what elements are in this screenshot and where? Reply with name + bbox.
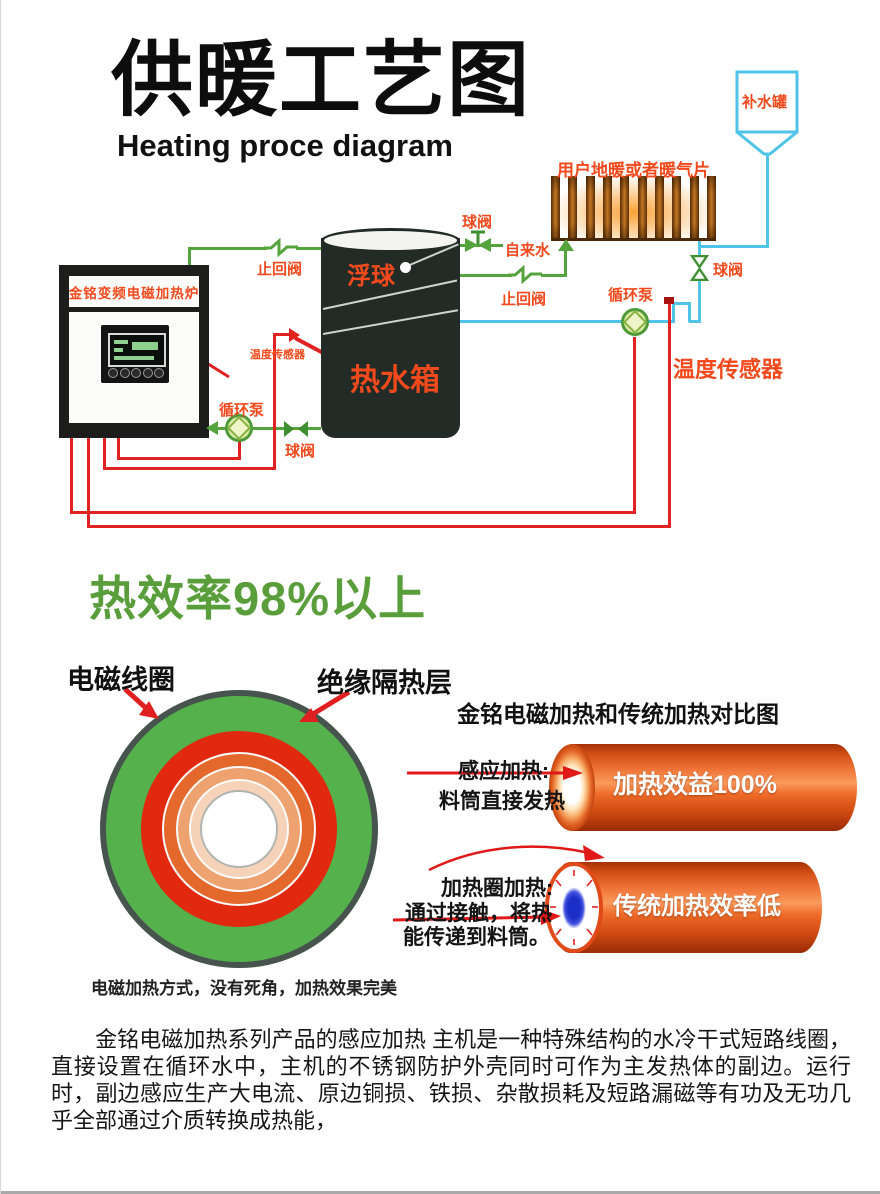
check-valve-right-label: 止回阀	[501, 291, 547, 308]
traditional-arrow-curved-icon	[428, 845, 605, 872]
float-ball	[400, 262, 411, 273]
display-screen	[108, 333, 166, 367]
induction-desc: 料筒直接发热	[439, 790, 565, 813]
radiator-bars	[551, 176, 716, 239]
float-label: 浮球	[347, 263, 395, 290]
red-pipe-pump-link	[117, 438, 120, 460]
comparison-title: 金铭电磁加热和传统加热对比图	[457, 701, 779, 727]
ball-valve-icon	[284, 421, 308, 437]
radiator-label: 用户地暖或者暖气片	[557, 161, 710, 180]
hot-water-tank-label: 热水箱	[350, 364, 440, 397]
green-pipe-furnace-riser	[188, 247, 191, 267]
radiator	[551, 176, 716, 241]
radiator-glow	[551, 176, 716, 239]
red-pipe-loop1	[70, 438, 73, 514]
makeup-water-tank	[735, 70, 799, 156]
traditional-desc2: 能传递到料筒。	[403, 926, 550, 949]
traditional-cylinder-end	[545, 862, 603, 953]
traditional-cylinder-label: 传统加热效率低	[613, 893, 781, 920]
insulation-label: 绝缘隔热层	[317, 668, 452, 698]
red-pipe-loop2	[87, 525, 671, 528]
coil-caption: 电磁加热方式，没有死角，加热效果完美	[91, 979, 397, 998]
red-pipe-loop2	[668, 303, 671, 528]
blue-pipe-makeup-stem	[766, 152, 769, 247]
ball-valve-top-label: 球阀	[462, 214, 493, 231]
red-pipe-loop1	[70, 511, 636, 514]
flow-arrowhead	[206, 421, 218, 435]
control-display	[101, 325, 169, 383]
sensor-arrowhead	[289, 328, 300, 342]
temp-sensor-large-label: 温度传感器	[673, 357, 784, 382]
description-paragraph: 金铭电磁加热系列产品的感应加热 主机是一种特殊结构的水冷干式短路线圈，直接设置在…	[51, 1027, 851, 1133]
blue-pipe-riser	[698, 277, 701, 322]
furnace-label: 金铭变频电磁加热炉	[68, 285, 200, 301]
blue-pipe-makeup-link	[698, 245, 769, 248]
heater-core-blob	[559, 881, 589, 934]
hot-water-tank-lid	[321, 228, 460, 253]
check-valve-icon	[264, 238, 298, 258]
pump-loop-label: 循环泵	[608, 287, 654, 304]
blue-pipe-riser	[698, 239, 701, 259]
induction-arrow-icon	[407, 766, 583, 780]
furnace-panel	[69, 312, 199, 423]
red-pipe-sensor-tank	[103, 438, 106, 470]
ball-valve-icon	[690, 255, 710, 281]
ball-valve-riser-label: 球阀	[713, 262, 744, 279]
red-pipe-sensor-tank	[273, 333, 276, 470]
traditional-heading: 加热圈加热:	[441, 877, 553, 900]
label-arrow-icon	[123, 687, 159, 719]
sensor-probe-cap	[664, 297, 674, 304]
circulation-pump	[225, 414, 253, 442]
hot-water-tank	[321, 238, 460, 438]
flow-arrowhead	[558, 239, 574, 251]
radiator-rail	[551, 238, 716, 241]
red-pipe-pump-link	[238, 441, 241, 460]
red-pipe-pump-link	[117, 457, 241, 460]
check-valve-icon	[508, 265, 542, 285]
induction-cylinder: 加热效益100%	[561, 744, 857, 831]
tap-water-label: 自来水	[505, 242, 551, 259]
page-title: 供暖工艺图	[111, 35, 532, 126]
label-arrow-icon	[299, 689, 351, 722]
makeup-tank-label: 补水罐	[742, 94, 788, 111]
check-valve-left-label: 止回阀	[257, 261, 303, 278]
coil-label: 电磁线圈	[67, 665, 175, 695]
green-pipe-tank-to-radiator	[458, 274, 512, 277]
display-buttons	[108, 368, 164, 378]
blue-pipe-sensor-bump	[688, 302, 691, 322]
blue-pipe-sensor-bump	[672, 302, 691, 305]
induction-cylinder-hot-end	[549, 744, 595, 831]
green-pipe-furnace-to-tank	[296, 247, 323, 250]
blue-pipe-tank-out	[458, 320, 675, 323]
green-pipe-return-loop	[217, 427, 321, 430]
induction-cylinder-label: 加热效益100%	[613, 771, 777, 799]
green-pipe-radiator-riser	[564, 249, 567, 277]
pump-furnace-label: 循环泵	[219, 402, 265, 419]
ball-valve-icon	[465, 230, 491, 252]
coil-cross-section	[100, 690, 378, 968]
ball-valve-pump-label: 球阀	[285, 443, 316, 460]
blue-pipe-tank-out	[689, 320, 701, 323]
coil-bore	[200, 790, 278, 868]
induction-heading: 感应加热:	[458, 760, 549, 783]
red-pipe-sensor-tank	[273, 333, 291, 336]
circulation-pump	[621, 308, 649, 336]
red-pipe-loop1	[633, 337, 636, 514]
red-pipe-sensor-tank	[103, 467, 276, 470]
blue-pipe-sensor-bump	[672, 303, 675, 322]
temp-sensor-small-label: 温度传感器	[250, 349, 305, 361]
green-pipe-tank-to-radiator	[541, 274, 567, 277]
red-pipe-loop2	[87, 438, 90, 528]
traditional-desc1: 通过接触，将热	[405, 902, 552, 925]
traditional-arrow-icon	[392, 909, 561, 925]
heat-ticks-icon	[550, 870, 598, 945]
page-subtitle: Heating proce diagram	[117, 128, 453, 163]
green-pipe-furnace-to-tank	[188, 247, 267, 250]
electromagnetic-furnace: 金铭变频电磁加热炉	[59, 265, 209, 438]
furnace-nameplate: 金铭变频电磁加热炉	[69, 276, 199, 307]
efficiency-heading: 热效率98%以上	[89, 572, 427, 625]
